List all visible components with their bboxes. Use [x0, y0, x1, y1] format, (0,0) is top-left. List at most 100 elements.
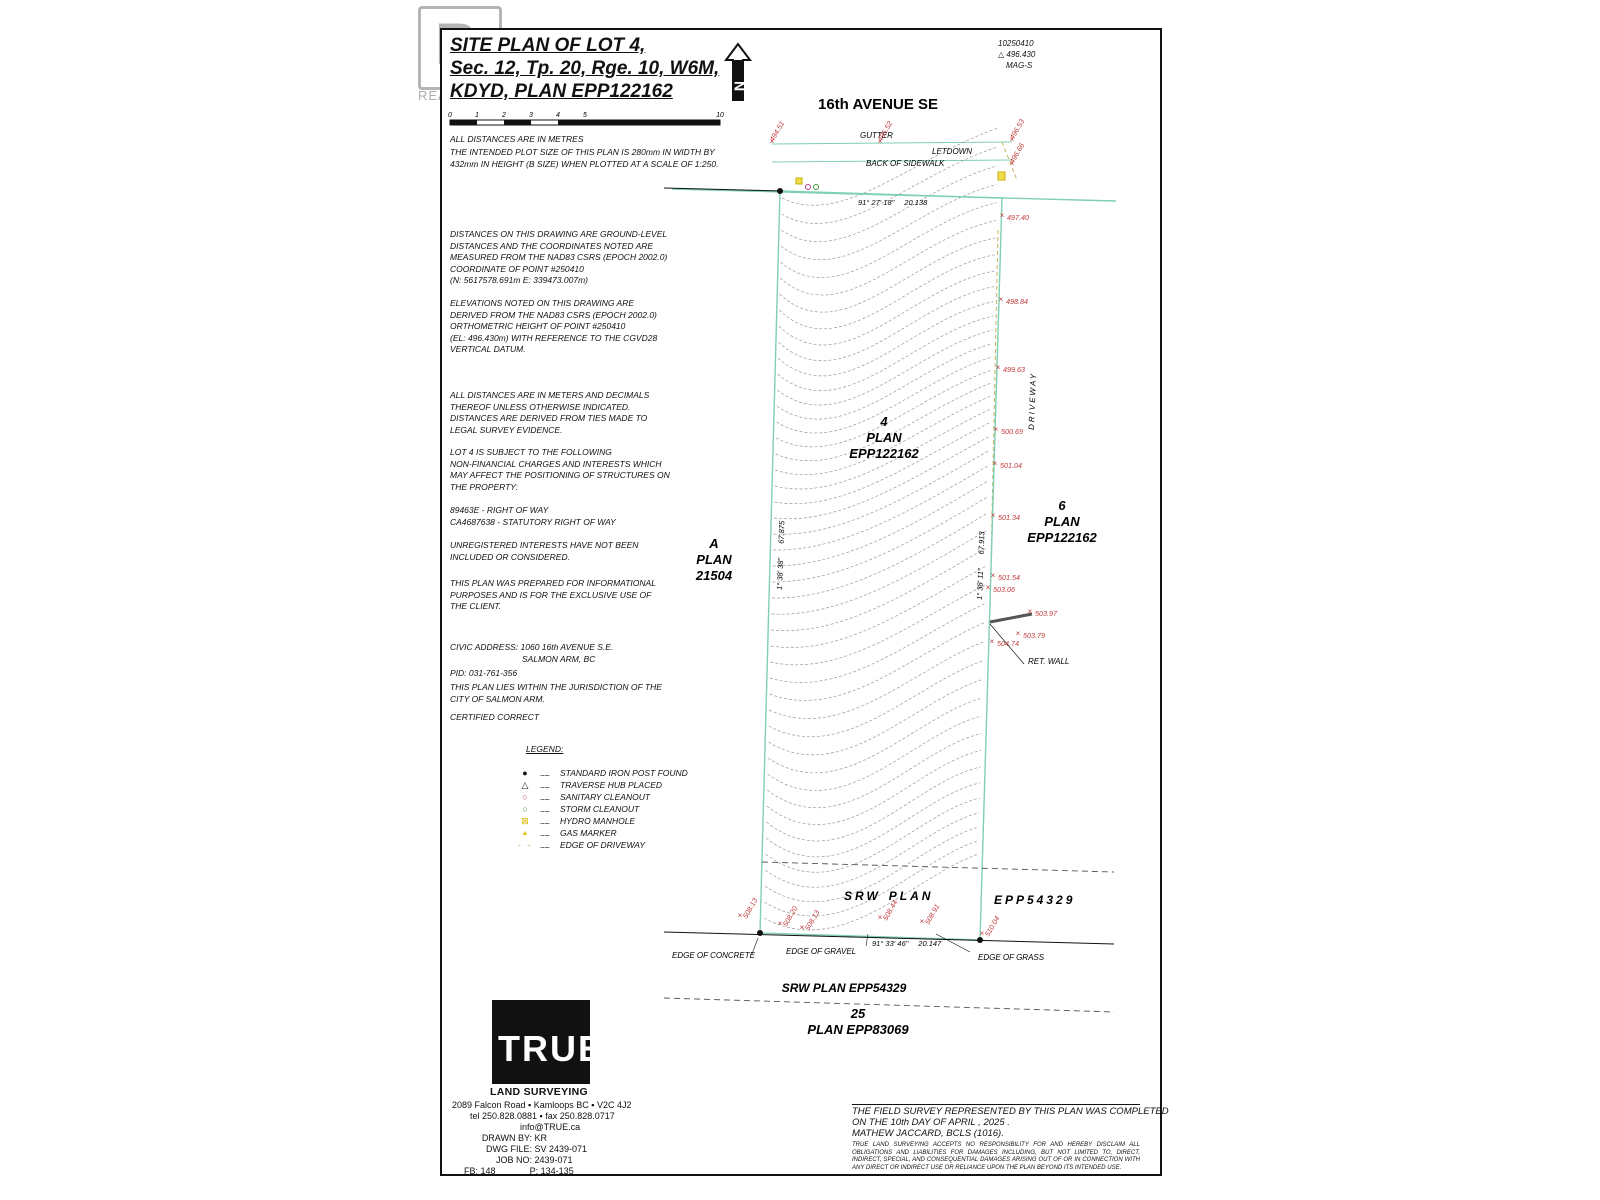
contour-line — [769, 641, 984, 719]
lot-25-number: 25 — [850, 1006, 866, 1021]
contour-line — [778, 270, 995, 346]
edge-gravel-label: EDGE OF GRAVEL — [786, 947, 856, 956]
job-number: 2439-071 — [534, 1155, 573, 1165]
letdown-label: LETDOWN — [932, 147, 972, 156]
legend-item: ○.......STORM CLEANOUT — [510, 803, 688, 815]
iron-post-icon — [777, 188, 783, 194]
leader-line — [865, 933, 869, 947]
civic-address: CIVIC ADDRESS: 1060 16th AVENUE S.E. SAL… — [450, 642, 613, 665]
legend-label: SANITARY CLEANOUT — [560, 792, 651, 802]
cert-divider — [852, 1104, 1140, 1105]
elevation-mark-icon: × — [878, 137, 883, 146]
contour-line — [771, 530, 987, 615]
srw-boundary — [761, 861, 1115, 873]
gas-marker-icon: ▲ — [521, 829, 529, 837]
sidewalk-label: BACK OF SIDEWALK — [866, 159, 945, 168]
iron-post-icon: ● — [522, 768, 528, 778]
contour-line — [766, 750, 981, 825]
legend-item: ⊠.......HYDRO MANHOLE — [510, 815, 688, 827]
charge-item: 89463E - RIGHT OF WAY — [450, 505, 549, 515]
legend-item: - -.......EDGE OF DRIVEWAY — [510, 839, 688, 851]
charges-note: LOT 4 IS SUBJECT TO THE FOLLOWING NON-FI… — [450, 447, 682, 493]
cert-line-2: ON THE 10th DAY OF APRIL , 2025 . — [852, 1117, 1010, 1128]
contour-line — [771, 548, 987, 632]
dwg-label: DWG FILE: — [485, 1144, 532, 1154]
north-bearing: 91° 27' 18"20.138 — [858, 198, 928, 207]
traverse-hub-icon: △ — [998, 50, 1007, 59]
lot-6-number: 6 — [1058, 498, 1066, 513]
retaining-wall — [989, 612, 1033, 624]
elevation-mark-icon: × — [990, 637, 995, 646]
lot-a-plan-label: PLAN — [696, 552, 732, 567]
benchmark-id: 10250410 — [998, 39, 1034, 48]
elevation-mark-icon: × — [1016, 629, 1021, 638]
elevation-mark-icon: × — [991, 511, 996, 520]
scale-tick-label: 2 — [501, 112, 506, 119]
elevation-label: 508.44 — [881, 898, 900, 922]
plan-title: SITE PLAN OF LOT 4, Sec. 12, Tp. 20, Rge… — [450, 34, 719, 103]
contour-line — [778, 286, 995, 362]
note-line: INCLUDED OR CONSIDERED. — [450, 551, 570, 562]
plot-note-line: THE INTENDED PLOT SIZE OF THIS PLAN IS 2… — [450, 147, 715, 157]
elevation-label: 499.63 — [1003, 365, 1025, 374]
leader-line — [751, 937, 759, 955]
elevation-mark-icon: × — [986, 583, 991, 592]
elevation-label: 498.84 — [1006, 297, 1028, 306]
legend-label: EDGE OF DRIVEWAY — [560, 840, 646, 850]
contour-line — [776, 343, 993, 420]
contour-line — [772, 496, 988, 583]
title-line-3: KDYD, PLAN EPP122162 — [450, 81, 673, 102]
elevation-label: 501.54 — [998, 573, 1020, 582]
elevation-label: 501.34 — [998, 513, 1020, 522]
lot-a-plan-number: 21504 — [695, 568, 733, 583]
note-line: THE PROPERTY: — [450, 481, 519, 492]
south-boundary — [663, 931, 1115, 945]
contour-line — [775, 395, 991, 475]
site-plan-sheet: SITE PLAN OF LOT 4, Sec. 12, Tp. 20, Rge… — [440, 28, 1169, 1176]
note-line: PURPOSES AND IS FOR THE EXCLUSIVE USE OF — [450, 589, 652, 600]
job-label: JOB NO: — [495, 1155, 532, 1165]
contour-line — [768, 679, 983, 756]
contour-line — [767, 715, 982, 791]
ret-wall-leader — [989, 623, 1025, 665]
legend-item: △.......TRAVERSE HUB PLACED — [510, 779, 688, 791]
elevation-label: 508.91 — [923, 902, 942, 926]
note-line: DERIVED FROM THE NAD83 CSRS (EPOCH 2002.… — [450, 309, 657, 320]
note-line: ALL DISTANCES ARE IN METERS AND DECIMALS — [450, 390, 650, 400]
sanitary-cleanout-icon: ○ — [522, 792, 528, 802]
note-line: (N: 5617578.691m E: 339473.007m) — [450, 275, 588, 286]
certification-block: THE FIELD SURVEY REPRESENTED BY THIS PLA… — [852, 1106, 1169, 1172]
road-boundary-west — [663, 187, 783, 192]
charge-item: CA4687638 - STATUTORY RIGHT OF WAY — [450, 516, 616, 527]
survey-drawing: N 16th AVENUE SE GUTTER BACK OF SIDEWALK… — [663, 42, 1117, 1037]
note-line: UNREGISTERED INTERESTS HAVE NOT BEEN — [450, 540, 639, 550]
lot-4-boundary — [759, 190, 1003, 941]
legend-item: ○.......SANITARY CLEANOUT — [510, 791, 688, 803]
civic-line-2: SALMON ARM, BC — [522, 653, 596, 664]
note-line: THEREOF UNLESS OTHERWISE INDICATED. — [450, 401, 631, 412]
elevation-mark-icon: × — [996, 363, 1001, 372]
true-logo: TRUE — [492, 1000, 602, 1084]
drawn-by: KR — [534, 1133, 548, 1143]
company-email: info@TRUE.ca — [520, 1122, 581, 1132]
scale-tick-label: 3 — [529, 112, 533, 119]
contour-line — [767, 697, 983, 774]
srw-outside-label: SRW PLAN EPP54329 — [782, 981, 907, 995]
edge-of-driveway-icon: - - — [517, 840, 533, 850]
contour-line — [775, 369, 992, 448]
note-line: ORTHOMETRIC HEIGHT OF POINT #250410 — [450, 321, 626, 332]
elevation-label: 497.40 — [1007, 213, 1029, 222]
cert-disclaimer: TRUE LAND SURVEYING ACCEPTS NO RESPONSIB… — [852, 1142, 1140, 1171]
lot-a-number: A — [708, 536, 718, 551]
note-line: LEGAL SURVEY EVIDENCE. — [450, 424, 563, 435]
civic-line-1: CIVIC ADDRESS: 1060 16th AVENUE S.E. — [450, 642, 614, 652]
lot-4-number: 4 — [879, 414, 888, 429]
sanitary-cleanout-icon — [805, 184, 811, 190]
legend: ●.......STANDARD IRON POST FOUND △......… — [510, 767, 688, 851]
elevation-label: 508.13 — [741, 896, 760, 920]
contour-line — [779, 237, 996, 313]
scale-tick-label: 0 — [448, 112, 452, 119]
contour-line — [768, 660, 984, 738]
elevation-mark-icon: × — [1028, 607, 1033, 616]
